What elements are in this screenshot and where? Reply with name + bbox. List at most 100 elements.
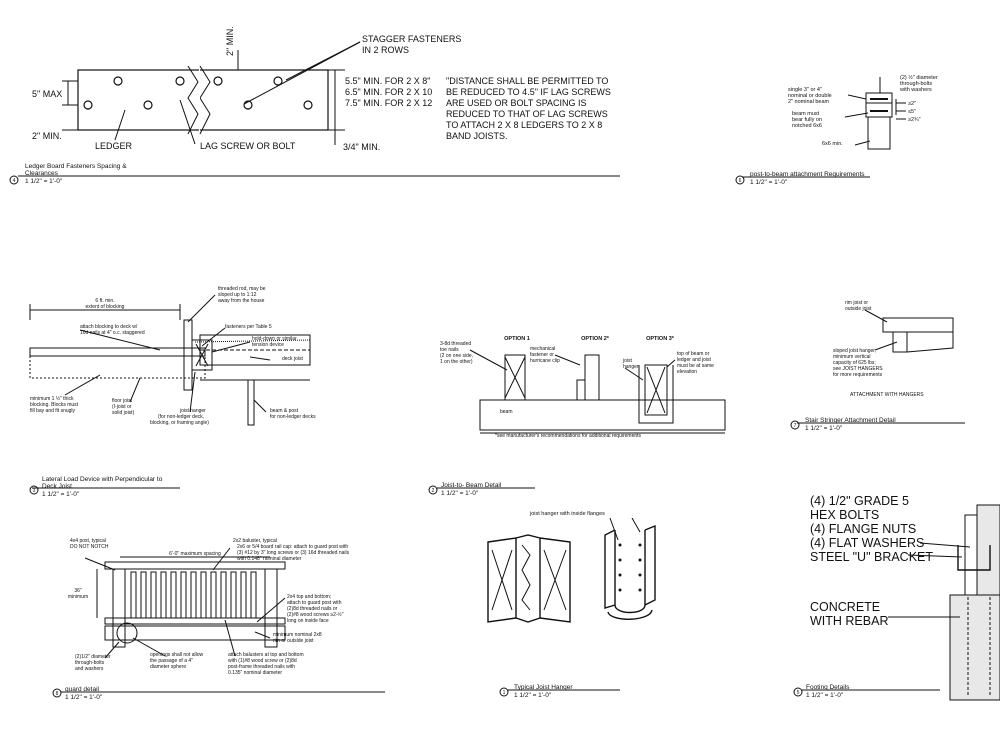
lateral-min-3: fill bay and fit snugly bbox=[30, 408, 76, 414]
ledger-two-min-top: 2" MIN. bbox=[225, 26, 235, 56]
lateral-deck-joist: deck joist bbox=[282, 356, 303, 362]
stair-sloped-3: capacity of 625 lbs; bbox=[833, 360, 876, 366]
post-beam-number: 6 bbox=[739, 178, 742, 184]
ledger-min-2x12: 7.5" MIN. FOR 2 X 12 bbox=[345, 98, 432, 108]
joist-beam-opt2: OPTION 2* bbox=[581, 336, 610, 342]
ledger-note-5: TO ATTACH 2 X 8 LEDGERS TO 2 X 8 bbox=[446, 120, 602, 130]
lateral-attach-2: 10d nails at 4" o.c. staggered bbox=[80, 330, 145, 336]
joist-beam-jh-1: joist bbox=[622, 358, 633, 364]
detail-guard: 4x4 post, typical DO NOT NOTCH 6'-0" max… bbox=[45, 530, 395, 705]
joist-beam-toe-3: (2 on one side, bbox=[440, 353, 473, 359]
footing-concrete-2: WITH REBAR bbox=[810, 614, 888, 628]
hanger-number: 1 bbox=[503, 690, 506, 696]
joist-beam-top-2: ledger and joist bbox=[677, 357, 712, 363]
ledger-ledger: LEDGER bbox=[95, 141, 133, 151]
lateral-scale: 1 1/2" = 1'-0" bbox=[42, 491, 80, 498]
guard-openings-3: diameter sphere bbox=[150, 664, 186, 670]
lateral-fasteners: fasteners per Table 5 bbox=[225, 324, 272, 330]
joist-beam-drawing: OPTION 1 OPTION 2* OPTION 3* 3-8d thread… bbox=[428, 336, 726, 497]
lateral-number: 3 bbox=[33, 488, 36, 494]
stair-title: Stair Stringer Attachment Detail bbox=[805, 417, 896, 424]
post-beam-d1: ≥2" bbox=[908, 101, 916, 107]
joist-beam-number: 2 bbox=[432, 488, 435, 494]
joist-beam-toe-4: 1 on the other) bbox=[440, 359, 473, 365]
guard-balusters bbox=[130, 571, 257, 619]
guard-bolts-3: and washers bbox=[75, 666, 104, 672]
footing-drawing: (4) 1/2" GRADE 5 HEX BOLTS (4) FLANGE NU… bbox=[793, 494, 1000, 701]
ledger-scale: 1 1/2" = 1'-0" bbox=[25, 178, 63, 185]
guard-rail-3: with 0.148" nominal diameter bbox=[237, 556, 302, 562]
guard-openings-1: openings shall not allow bbox=[150, 652, 203, 658]
lateral-holddown-2: tension device bbox=[252, 342, 284, 348]
stair-rim-2: outside joist bbox=[845, 306, 872, 312]
lateral-six-ft-1: 6 ft. min. bbox=[95, 298, 114, 304]
lateral-holddown-1: hold-down or similar bbox=[252, 336, 297, 342]
joist-beam-scale: 1 1/2" = 1'-0" bbox=[441, 490, 479, 497]
ledger-three-quarter: 3/4" MIN. bbox=[343, 142, 380, 152]
ledger-note-3: ARE USED OR BOLT SPACING IS bbox=[446, 98, 587, 108]
joist-beam-top-4: elevation bbox=[677, 369, 697, 375]
guard-rail-1: 2x6 or 5/4 board rail cap: attach to gua… bbox=[237, 544, 348, 550]
post-beam-post: 6x6 min. bbox=[822, 141, 843, 147]
post-beam-beam-2: nominal or double bbox=[788, 93, 832, 99]
lateral-floor-1: floor joist bbox=[112, 398, 133, 404]
guard-rim-2: rim or outside joist bbox=[273, 638, 314, 644]
lateral-title-1: Lateral Load Device with Perpendicular t… bbox=[42, 476, 163, 483]
ledger-drawing: 4 Ledger Board Fasteners Spacing & Clear… bbox=[9, 26, 620, 185]
lateral-floor-3: solid joist) bbox=[112, 410, 135, 416]
lateral-min-2: blocking. Blocks must bbox=[30, 402, 79, 408]
joist-beam-mech-1: mechanical bbox=[530, 346, 555, 352]
hanger-flanges: joist hanger with inside flanges bbox=[529, 511, 605, 517]
lateral-rod-1: threaded rod, may be bbox=[218, 286, 266, 292]
post-beam-bolts-1: (2) ½" diameter bbox=[900, 74, 938, 81]
footing-line-4: (4) FLAT WASHERS bbox=[810, 536, 924, 550]
stair-rim-1: rim joist or bbox=[845, 300, 868, 306]
ledger-note-4: REDUCED TO THAT OF LAG SCREWS bbox=[446, 109, 608, 119]
lateral-hanger-1: joist hanger bbox=[179, 408, 206, 414]
joist-beam-opt3: OPTION 3* bbox=[646, 336, 675, 342]
lateral-hanger-3: blocking, or framing angle) bbox=[150, 420, 209, 426]
ledger-lag: LAG SCREW OR BOLT bbox=[200, 141, 296, 151]
joist-beam-note: *see manufacturer's recommendations for … bbox=[495, 433, 642, 439]
hanger-scale: 1 1/2" = 1'-0" bbox=[514, 692, 552, 699]
guard-spacing: 6'-0" maximum spacing bbox=[169, 551, 221, 557]
joist-beam-opt1: OPTION 1 bbox=[504, 336, 530, 342]
guard-attach-1: attach balusters at top and bottom bbox=[228, 652, 304, 658]
lateral-hanger-2: (for non-ledger deck, bbox=[158, 414, 204, 420]
guard-rail-2: (3) #12 by 3" long screws or (3) 16d thr… bbox=[237, 550, 350, 556]
guard-bolts-2: through-bolts bbox=[75, 660, 105, 666]
ledger-number: 4 bbox=[13, 178, 16, 184]
detail-ledger: 4 Ledger Board Fasteners Spacing & Clear… bbox=[0, 0, 630, 190]
ledger-title-2: Clearances bbox=[25, 170, 59, 177]
post-beam-d2: ≤5" bbox=[908, 109, 916, 115]
guard-topbot-1: 2x4 top and bottom; bbox=[287, 594, 331, 600]
post-beam-bolts-3: with washers bbox=[899, 87, 932, 93]
lateral-six-ft-2: extent of blocking bbox=[86, 304, 125, 310]
stair-sloped-5: for more requirements bbox=[833, 372, 883, 378]
joist-beam-top-3: must be at same bbox=[677, 363, 714, 369]
lateral-rod-3: away from the house bbox=[218, 298, 265, 304]
guard-scale: 1 1/2" = 1'-0" bbox=[65, 694, 103, 701]
joist-beam-top-1: top of beam or bbox=[677, 351, 710, 357]
guard-rim-1: minimum nominal 2x8 bbox=[273, 632, 322, 638]
detail-footing: (4) 1/2" GRADE 5 HEX BOLTS (4) FLANGE NU… bbox=[790, 485, 1000, 705]
post-beam-beam-3: 2" nominal beam bbox=[788, 99, 830, 105]
footing-line-5: STEEL "U" BRACKET bbox=[810, 550, 933, 564]
guard-title: guard detail bbox=[65, 686, 100, 693]
lateral-rod-2: sloped up to 1:12 bbox=[218, 292, 257, 298]
ledger-two-min: 2" MIN. bbox=[32, 131, 62, 141]
guard-attach-4: 0.135" nominal diameter bbox=[228, 670, 282, 676]
stair-number: 7 bbox=[794, 423, 797, 429]
ledger-min-2x8: 5.5" MIN. FOR 2 X 8" bbox=[345, 76, 430, 86]
detail-hanger: joist hanger with inside flanges 1 Typic… bbox=[480, 500, 690, 705]
lateral-beam-post-2: for non-ledger decks bbox=[270, 414, 316, 420]
lateral-min-1: minimum 1 ½" thick bbox=[30, 395, 74, 402]
ledger-stagger-1: STAGGER FASTENERS bbox=[362, 34, 461, 44]
joist-beam-title: Joist-to- Beam Detail bbox=[441, 482, 502, 489]
stair-sloped-1: sloped joist hanger, bbox=[833, 348, 876, 354]
guard-attach-3: post-frame threaded nails with bbox=[228, 664, 295, 670]
guard-height-1: 36" bbox=[74, 588, 82, 594]
guard-number: 8 bbox=[56, 691, 59, 697]
guard-bolts-1: (2)1/2" diameter bbox=[75, 654, 111, 660]
footing-scale: 1 1/2" = 1'-0" bbox=[806, 692, 844, 699]
